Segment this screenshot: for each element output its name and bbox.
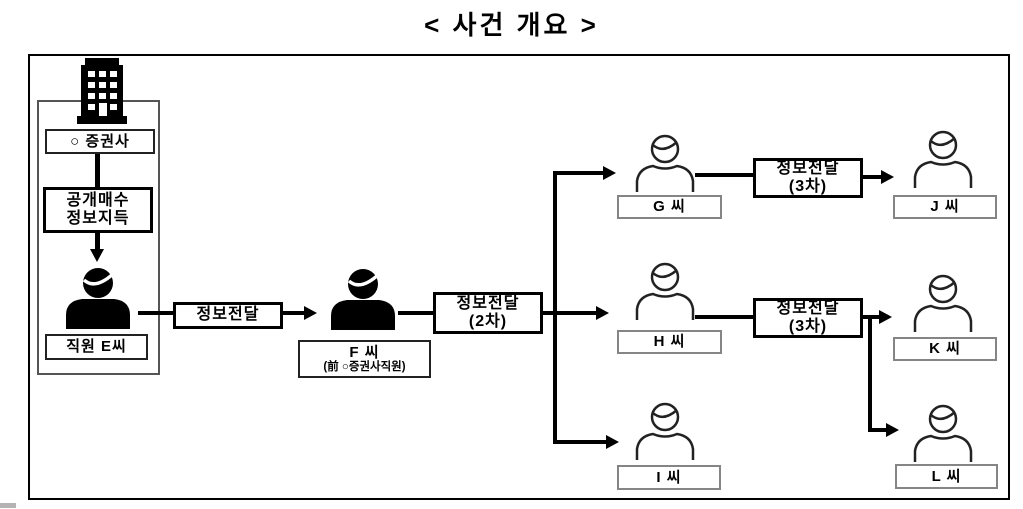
branch-line-to-l [868, 315, 872, 432]
person-outline-icon [905, 274, 981, 332]
person-filled-icon [61, 267, 135, 329]
person-k-label: K 씨 [929, 340, 961, 358]
arrowhead-to-j [881, 170, 894, 184]
person-outline-icon [627, 402, 703, 460]
building-icon [70, 58, 134, 124]
diagram-frame [28, 54, 1010, 500]
transfer2-box: 정보전달 (2차) [433, 292, 543, 334]
arrowhead-to-l [886, 423, 899, 437]
person-outline-icon [905, 130, 981, 188]
info-acquired-box: 공개매수 정보지득 [43, 187, 153, 233]
person-f-box: F 씨 (前 ○증권사직원) [298, 340, 431, 378]
person-k-box: K 씨 [893, 337, 997, 361]
connector-acquisition-e [95, 233, 100, 250]
arrowhead-to-f [304, 306, 317, 320]
person-j-box: J 씨 [893, 195, 997, 219]
person-outline-icon [627, 134, 703, 192]
employee-e-box: 직원 E씨 [45, 334, 148, 360]
connector-transfer1-f [283, 311, 305, 315]
connector-branch-g [553, 171, 604, 175]
person-j-label: J 씨 [930, 198, 960, 216]
connector-h-transfer3 [695, 315, 753, 319]
page-title: < 사건 개요 > [424, 10, 599, 40]
transfer3-top-line1: 정보전달 [776, 159, 840, 177]
person-l-box: L 씨 [895, 464, 998, 489]
connector-branch-i [553, 440, 607, 444]
connector-f-transfer2 [398, 311, 433, 315]
person-outline-icon [905, 404, 981, 462]
person-g-box: G 씨 [617, 195, 722, 219]
connector-g-transfer3 [695, 173, 753, 177]
transfer3-top-line2: (3차) [788, 178, 828, 195]
connector-e-transfer1 [138, 311, 173, 315]
employee-e-label: 직원 E씨 [66, 338, 127, 356]
branch-line-vertical [553, 171, 557, 444]
arrowhead-to-g [603, 166, 616, 180]
arrowhead-to-k [879, 310, 892, 324]
transfer1-label: 정보전달 [196, 306, 260, 324]
person-h-box: H 씨 [617, 330, 722, 354]
transfer2-line2: (2차) [468, 313, 508, 330]
arrowhead-to-e [90, 249, 104, 262]
person-l-label: L 씨 [931, 467, 962, 485]
arrowhead-to-h [596, 306, 609, 320]
securities-firm-box: ○ 증권사 [45, 129, 155, 154]
person-i-label: I 씨 [656, 468, 682, 486]
connector-firm-acquisition [95, 154, 100, 187]
person-h-label: H 씨 [653, 333, 686, 351]
info-acquired-line1: 공개매수 [66, 191, 130, 209]
connector-transfer2-h [543, 311, 597, 315]
connector-branch-l [868, 428, 887, 432]
person-f-line1: F 씨 [349, 343, 380, 361]
connector-transfer3-j [863, 175, 882, 179]
screen-edge-artifact [0, 503, 16, 508]
person-filled-icon [326, 268, 400, 330]
transfer3-mid-line2: (3차) [788, 318, 828, 335]
arrowhead-to-i [606, 435, 619, 449]
securities-firm-label: ○ 증권사 [70, 132, 130, 150]
person-g-label: G 씨 [653, 198, 686, 216]
transfer3-mid-line1: 정보전달 [776, 299, 840, 317]
person-i-box: I 씨 [617, 465, 721, 490]
transfer3-top-box: 정보전달 (3차) [753, 158, 863, 198]
transfer3-mid-box: 정보전달 (3차) [753, 298, 863, 338]
transfer1-box: 정보전달 [173, 302, 283, 329]
person-outline-icon [627, 262, 703, 320]
person-f-line2: (前 ○증권사직원) [323, 361, 406, 374]
transfer2-line1: 정보전달 [456, 294, 520, 312]
info-acquired-line2: 정보지득 [66, 210, 130, 227]
